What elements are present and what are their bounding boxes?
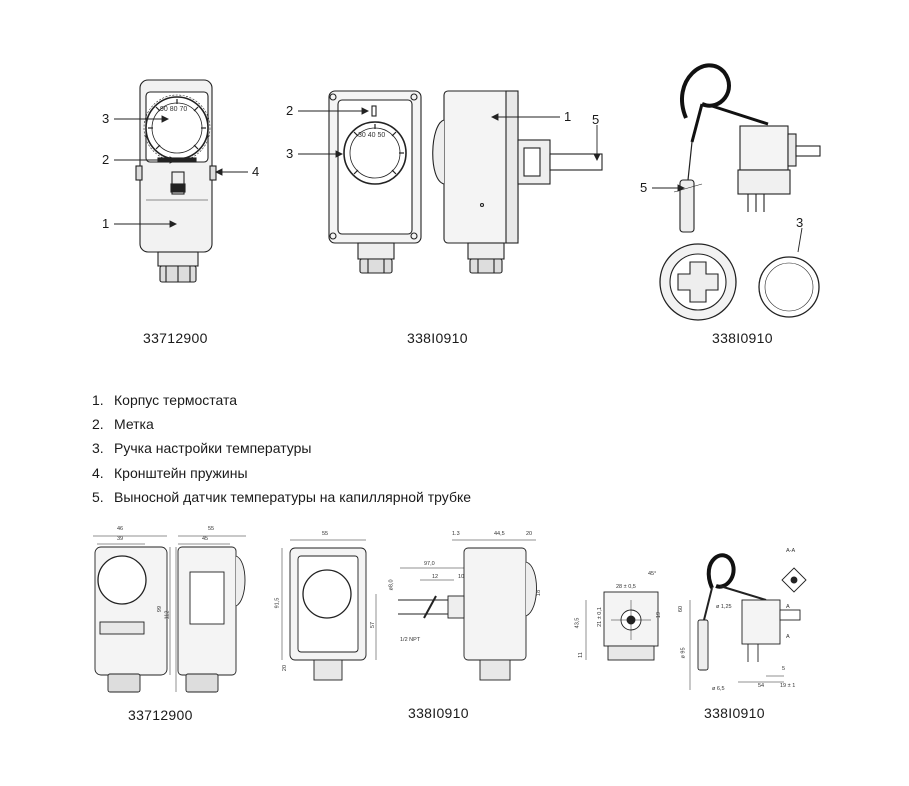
dimension-label: 12	[432, 574, 439, 580]
dimension-label: 18	[536, 589, 543, 597]
dimension-label: ø8,0	[388, 579, 395, 591]
legend-item: 5. Выносной датчик температуры на капилля…	[92, 489, 471, 513]
dim-drawing-338I0910	[281, 539, 537, 681]
dimension-label: 1.3	[452, 531, 460, 537]
callout-label: 3	[796, 215, 804, 230]
dimension-label: 46	[117, 526, 124, 532]
legend-text: Кронштейн пружины	[114, 464, 248, 481]
dimension-label: 10	[458, 574, 465, 580]
dimension-label: 45	[202, 536, 209, 542]
callout-label: 1	[564, 109, 572, 124]
dimension-label: 1/2 NPT	[400, 637, 421, 643]
legend-item: 3. Ручка настройки температуры	[92, 440, 471, 464]
dimension-label: A	[786, 634, 790, 640]
dial-numbers-2: 30 40 50	[358, 132, 386, 139]
callouts-33712900	[114, 115, 248, 228]
callout-label: 3	[286, 146, 294, 161]
dimension-label: 97,0	[424, 561, 435, 567]
thermostat-338I0910-side	[432, 90, 603, 274]
dimension-label: 54	[758, 683, 765, 689]
dimension-label: 43,5	[574, 617, 581, 629]
legend-number: 1.	[92, 392, 104, 408]
dimension-label: 20	[282, 664, 289, 672]
legend-item: 1. Корпус термостата	[92, 392, 471, 416]
dim-drawing-33712900	[93, 535, 246, 693]
thermostat-338I0910-front	[328, 90, 422, 274]
dimension-label: 39	[117, 536, 124, 542]
callout-label: 3	[102, 111, 110, 126]
dimension-label: 20	[526, 531, 533, 537]
callout-label: 2	[286, 103, 294, 118]
dim-drawing-338I0910-capillary	[585, 553, 807, 690]
parts-legend: 1. Корпус термостата 2. Метка 3. Ручка наст…	[92, 392, 471, 513]
dimension-label: 44,5	[494, 531, 505, 537]
legend-number: 2.	[92, 416, 104, 433]
dimension-label: ø 6,5	[712, 686, 725, 692]
dimension-label: A-A	[786, 548, 796, 554]
legend-item: 2. Метка	[92, 416, 471, 440]
callout-label: 2	[102, 152, 110, 167]
dimension-label: 55	[208, 526, 215, 532]
dimension-label: 5	[782, 666, 786, 672]
callout-label: 5	[592, 112, 600, 127]
model-caption: 33712900	[143, 330, 208, 346]
model-caption: 338I0910	[407, 330, 468, 346]
legend-text: Выносной датчик температуры на капиллярн…	[114, 488, 472, 505]
legend-text: Корпус термостата	[114, 392, 238, 408]
dimension-label: 19	[656, 611, 663, 619]
model-caption: 338I0910	[408, 705, 469, 721]
dimension-label: ø 1,25	[716, 604, 732, 610]
model-caption: 33712900	[128, 707, 193, 723]
callout-label: 5	[640, 180, 648, 195]
callouts-capillary	[652, 184, 803, 253]
dimension-label: 60	[678, 605, 685, 613]
legend-item: 4. Кронштейн пружины	[92, 465, 471, 489]
dimension-label: 112	[164, 610, 171, 620]
callout-label: 4	[252, 164, 260, 179]
dimension-label: 28 ± 0,5	[616, 584, 636, 590]
dimension-label: A	[786, 604, 790, 610]
capillary-thermostat-338I0910	[659, 63, 821, 321]
legend-text: Ручка настройки температуры	[114, 440, 312, 457]
dimension-label: 99	[157, 605, 164, 613]
model-caption: 338I0910	[712, 330, 773, 346]
legend-number: 4.	[92, 464, 104, 481]
dimension-label: 57	[370, 621, 377, 629]
legend-number: 5.	[92, 488, 104, 505]
dial-numbers: 90 80 70	[160, 106, 188, 113]
dimension-label: 19 ± 1	[780, 683, 796, 689]
dimension-label: 45°	[648, 571, 657, 577]
dimension-label: 11	[577, 652, 584, 658]
dimension-label: 21 ± 0,1	[596, 607, 603, 627]
dimension-label: ø 95	[680, 647, 687, 659]
legend-number: 3.	[92, 440, 104, 457]
model-caption: 338I0910	[704, 705, 765, 721]
dimension-label: 55	[322, 531, 329, 537]
callout-label: 1	[102, 216, 110, 231]
callouts-338I0910	[298, 107, 601, 162]
legend-text: Метка	[114, 416, 154, 433]
dimension-label: 91,5	[274, 597, 281, 609]
